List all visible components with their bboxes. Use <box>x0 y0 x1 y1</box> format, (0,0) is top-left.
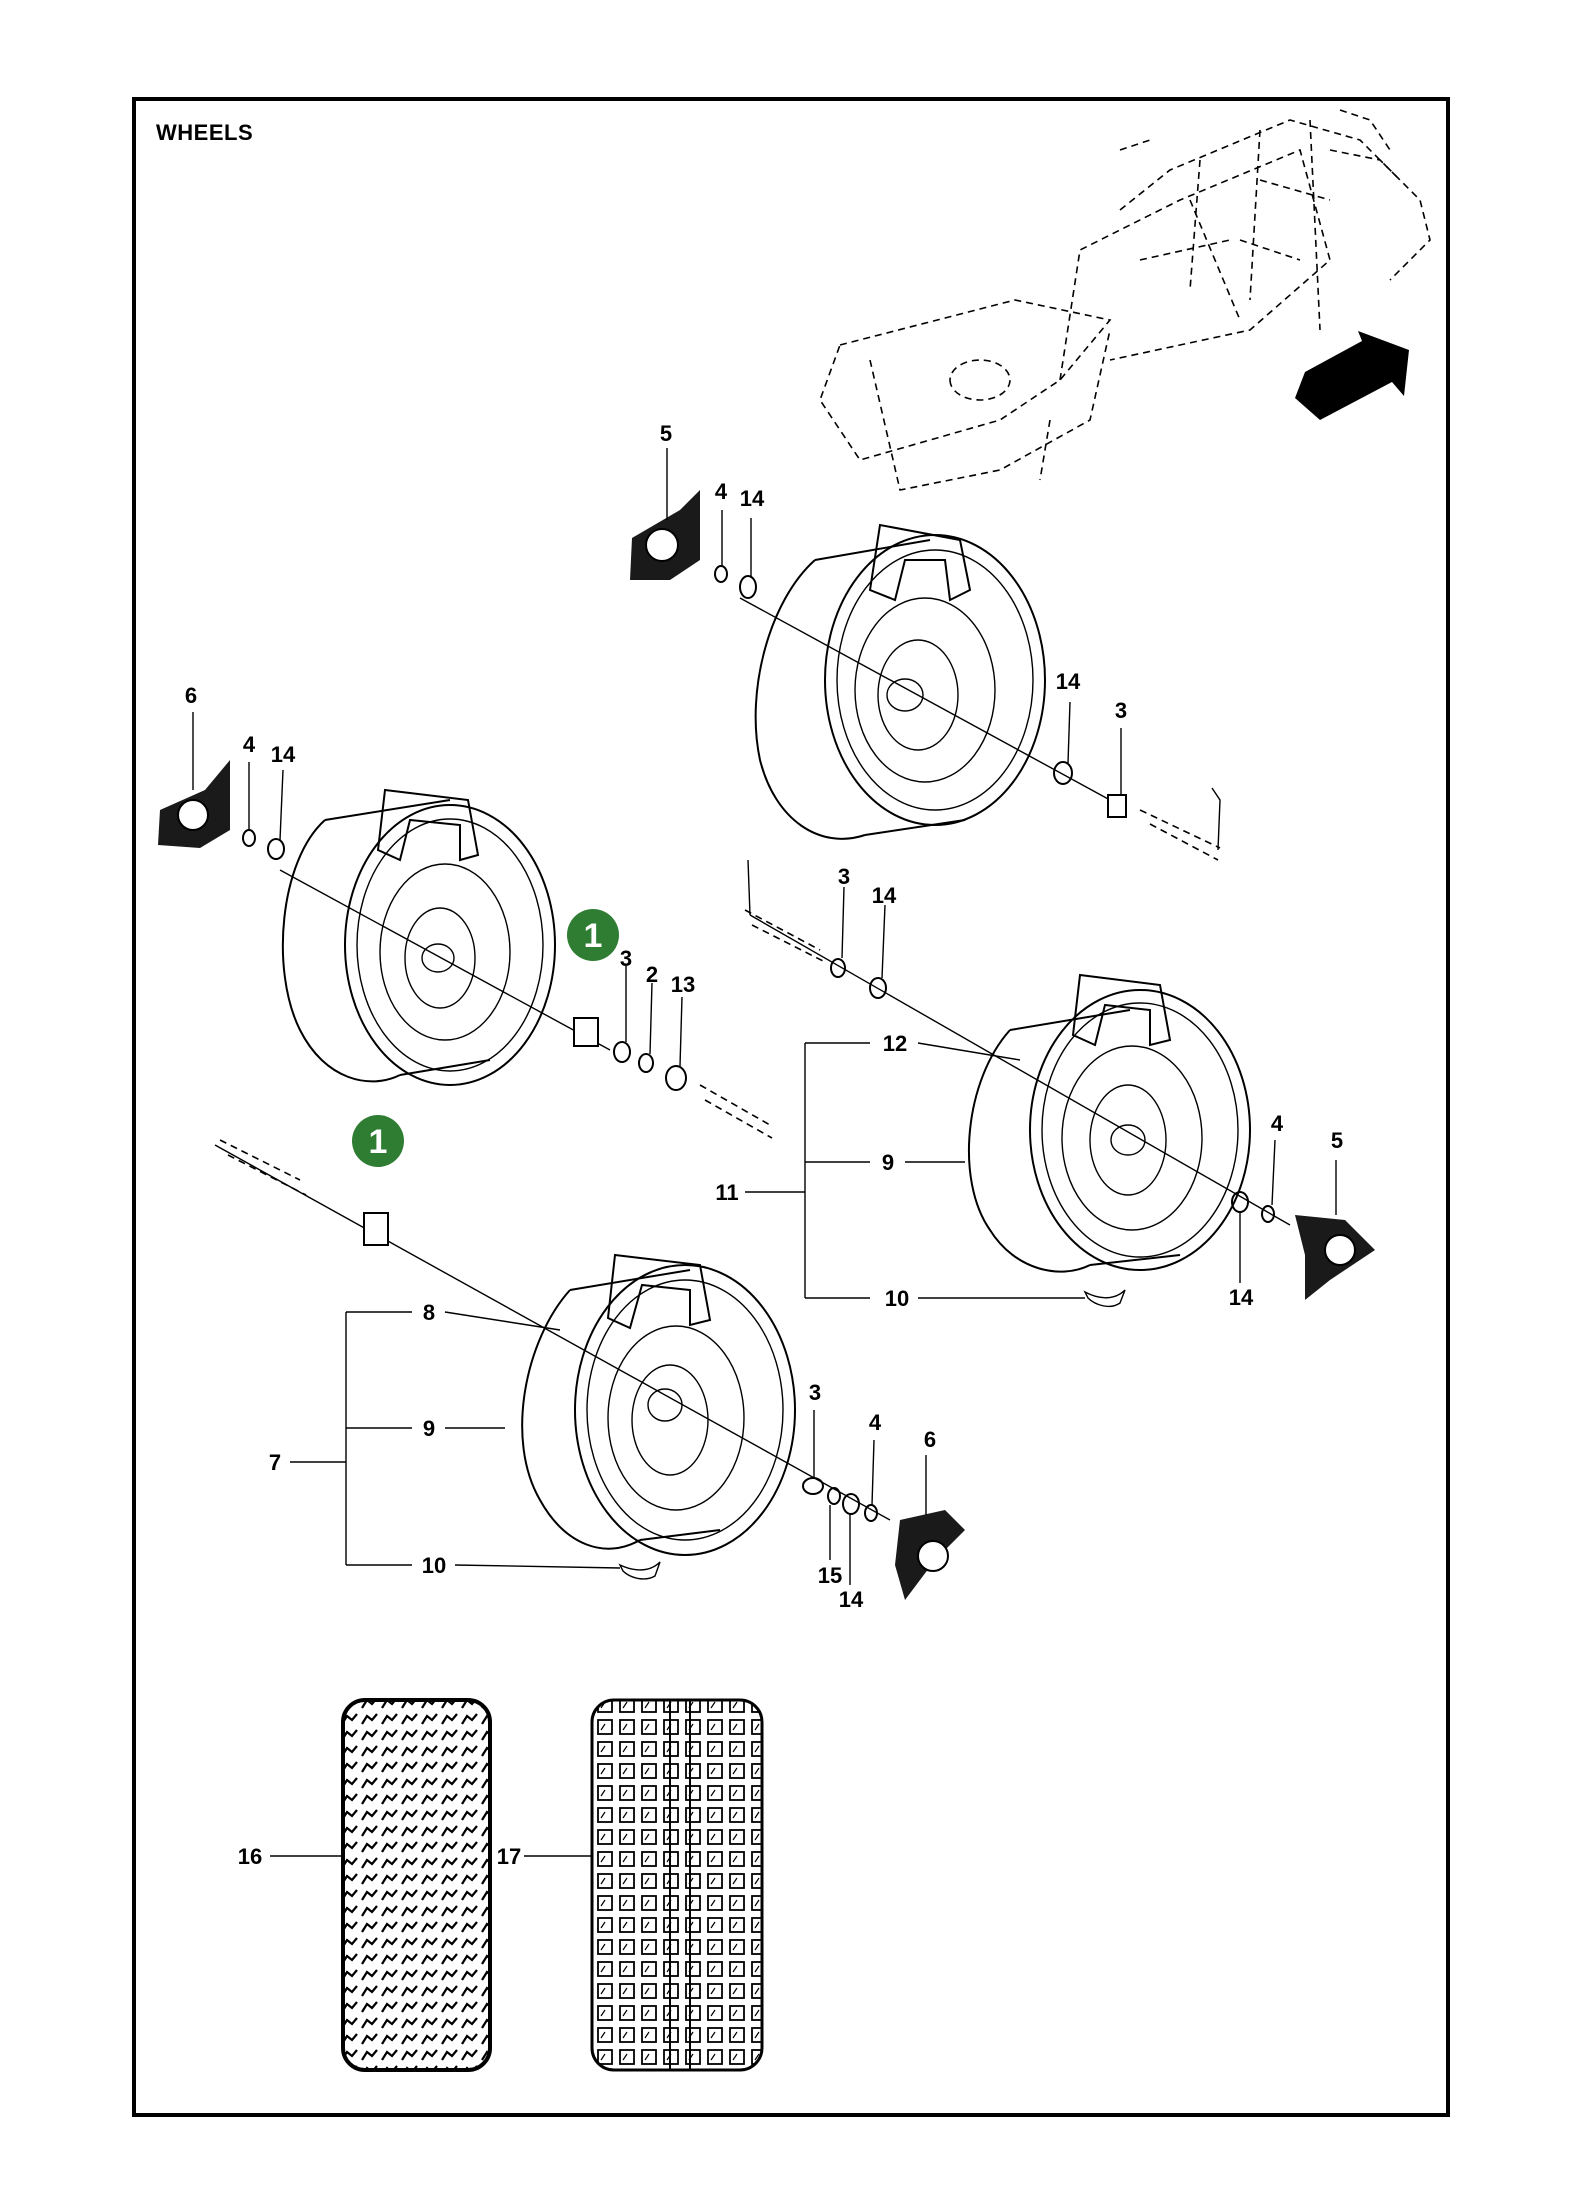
direction-arrow <box>1295 331 1409 420</box>
snap-ring <box>242 829 256 847</box>
callout: 10 <box>885 1286 909 1311</box>
snap-ring <box>714 565 728 583</box>
callout: 14 <box>740 486 765 511</box>
callout: 4 <box>1271 1111 1284 1136</box>
callout: 14 <box>271 742 296 767</box>
hub-cap-left <box>158 760 230 848</box>
bolt <box>1211 787 1221 851</box>
valve-stem <box>618 1561 661 1580</box>
wheel-lower <box>214 1144 891 1556</box>
washer <box>842 1493 860 1515</box>
callout: 4 <box>715 479 728 504</box>
hub-cap-right <box>1295 1215 1375 1300</box>
wheel-right <box>749 914 1291 1273</box>
tire-turf <box>341 1698 492 2072</box>
washer <box>869 977 887 999</box>
bushing <box>1107 794 1127 818</box>
wheel-upper <box>739 523 1111 840</box>
callout: 11 <box>715 1180 738 1205</box>
svg-text:1: 1 <box>584 917 603 955</box>
callout: 12 <box>883 1031 907 1056</box>
leader-lines <box>192 448 1337 1857</box>
bushing <box>363 1212 389 1246</box>
snap-ring <box>1261 1205 1275 1223</box>
callout: 14 <box>1229 1285 1254 1310</box>
tire-knobby <box>590 1698 764 2072</box>
callout: 14 <box>839 1587 864 1612</box>
callout: 16 <box>238 1844 262 1869</box>
washer <box>638 1053 654 1073</box>
callout: 3 <box>838 864 850 889</box>
callout: 6 <box>185 683 197 708</box>
note-badge-a: 1 <box>567 909 619 961</box>
callout: 9 <box>423 1416 435 1441</box>
washer <box>665 1065 687 1091</box>
callout: 4 <box>869 1410 882 1435</box>
callout-labels: 5 4 14 14 3 6 4 14 3 2 13 3 14 12 9 11 1… <box>185 421 1343 1869</box>
axle-stub <box>744 909 826 963</box>
axle-stub <box>699 1084 773 1139</box>
callout: 3 <box>620 946 632 971</box>
wheel-left <box>279 788 611 1086</box>
page-title: WHEELS <box>156 120 254 145</box>
bushing <box>573 1017 599 1047</box>
callout: 7 <box>269 1450 281 1475</box>
callout: 3 <box>809 1380 821 1405</box>
callout: 15 <box>818 1563 842 1588</box>
axle-stub <box>1139 809 1221 861</box>
callout: 14 <box>1056 669 1081 694</box>
washer <box>1053 761 1073 785</box>
callout: 10 <box>422 1553 446 1578</box>
callout: 9 <box>882 1150 894 1175</box>
washer <box>739 575 757 599</box>
callout: 3 <box>1115 698 1127 723</box>
callout: 2 <box>646 962 658 987</box>
diagram-frame <box>132 97 1450 2117</box>
valve-stem <box>1083 1289 1126 1308</box>
spacer <box>830 958 846 978</box>
callout: 6 <box>924 1427 936 1452</box>
callout: 17 <box>497 1844 521 1869</box>
spacer <box>613 1041 631 1063</box>
hub-cap-lower <box>895 1510 965 1600</box>
callout: 5 <box>660 421 672 446</box>
snap-ring <box>864 1504 878 1522</box>
callout: 14 <box>872 883 897 908</box>
note-badge-b: 1 <box>352 1115 404 1167</box>
callout: 13 <box>671 972 695 997</box>
callout: 5 <box>1331 1128 1343 1153</box>
callout: 8 <box>423 1300 435 1325</box>
washer <box>827 1487 841 1505</box>
washer <box>267 838 285 860</box>
chassis-frame <box>819 109 1431 491</box>
callout: 4 <box>243 732 256 757</box>
svg-text:1: 1 <box>369 1123 388 1161</box>
spacer <box>802 1477 824 1495</box>
hub-cap-upper <box>630 490 700 580</box>
bolt <box>747 859 751 916</box>
axle-stub <box>219 1139 307 1196</box>
